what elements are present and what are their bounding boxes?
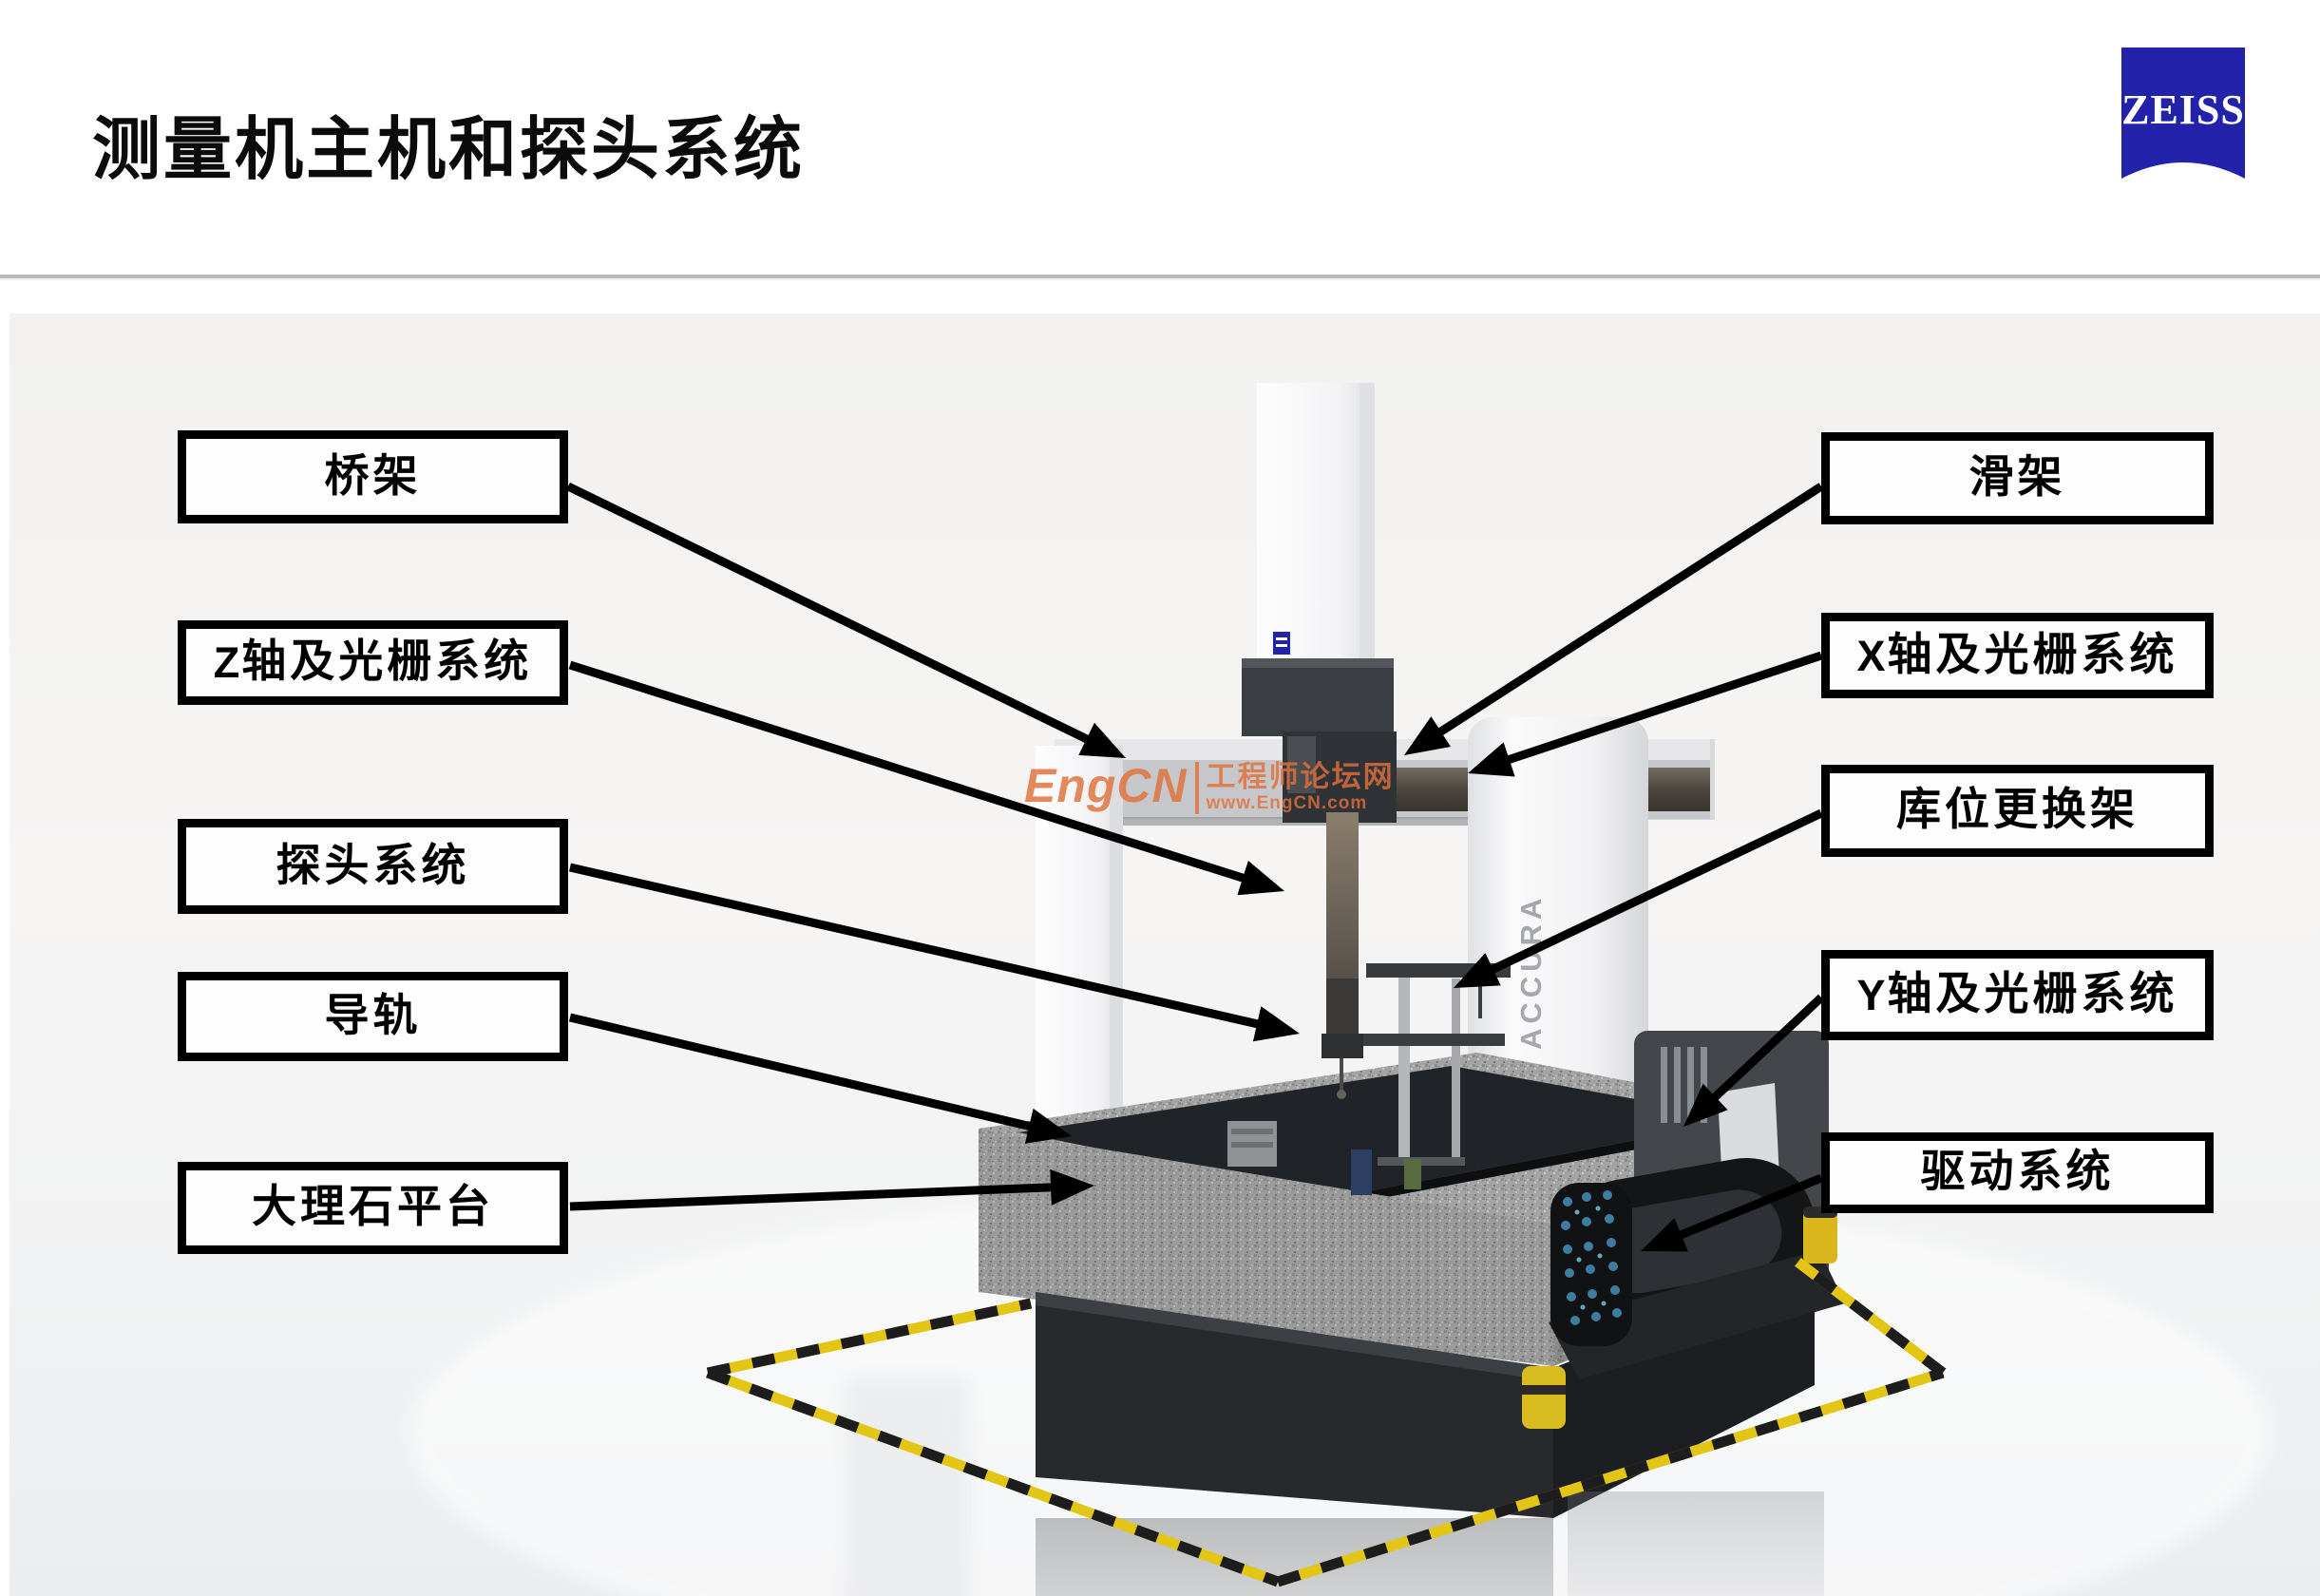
z-carriage xyxy=(1242,658,1397,823)
table-fixtures xyxy=(1227,1121,1421,1195)
probe-head xyxy=(1322,1034,1363,1058)
callout-arrow-line-y-axis-grating xyxy=(1700,994,1825,1112)
accura-text: ACCURA xyxy=(1514,894,1548,1050)
callout-arrow-head-marble-platform xyxy=(1050,1168,1094,1206)
machine-illustration: ACCURA xyxy=(409,383,2271,1596)
yellow-foot xyxy=(1522,1366,1566,1429)
callout-arrow-head-y-axis-grating xyxy=(1683,1083,1728,1127)
zeiss-logo-shape xyxy=(2121,48,2245,179)
title-divider xyxy=(0,275,2320,280)
z-spindle xyxy=(1322,812,1363,1099)
callout-arrow-line-slide-carriage xyxy=(1423,483,1824,745)
callout-arrow-head-bridge-frame xyxy=(1078,722,1126,758)
callout-arrow-line-x-axis-grating xyxy=(1491,651,1823,770)
callout-arrow-line-bridge-frame xyxy=(566,482,1105,750)
z-ram-tower xyxy=(1257,383,1375,668)
callout-arrow-head-drive-system xyxy=(1641,1218,1688,1252)
callout-arrow-line-rack-changer xyxy=(1474,808,1823,981)
yellow-sensor xyxy=(1803,1206,1837,1264)
machine-photo: ACCURA xyxy=(10,314,2320,1596)
callout-arrow-line-probe-system xyxy=(569,863,1276,1033)
callout-arrow-head-z-axis-grating xyxy=(1237,861,1284,896)
granite-plate xyxy=(1018,1066,1746,1197)
hazard-tape xyxy=(706,1257,1947,1587)
callout-arrow-line-z-axis-grating xyxy=(568,660,1262,887)
floor-reflection xyxy=(846,1378,1824,1596)
callout-arrow-head-probe-system xyxy=(1252,1006,1300,1042)
callout-arrow-head-slide-carriage xyxy=(1404,716,1451,755)
zeiss-mini-logo xyxy=(1273,632,1290,655)
zeiss-logo-text: ZEISS xyxy=(2121,86,2245,133)
callout-arrow-line-guide-rail xyxy=(568,1013,1048,1135)
callout-arrow-head-guide-rail xyxy=(1024,1108,1072,1144)
cable-chain xyxy=(1550,1183,1632,1346)
left-pillar xyxy=(1036,746,1123,1133)
callout-arrow-line-marble-platform xyxy=(569,1182,1069,1211)
right-pillar: ACCURA xyxy=(1468,717,1648,1130)
zeiss-logo: ZEISS xyxy=(2121,48,2245,179)
callout-arrow-head-rack-changer xyxy=(1454,953,1501,988)
drive-belt xyxy=(1522,1157,1845,1429)
page-title: 测量机主机和探头系统 xyxy=(92,112,806,188)
callout-arrow-head-x-axis-grating xyxy=(1468,742,1515,777)
callout-arrow-line-drive-system xyxy=(1663,1173,1823,1245)
